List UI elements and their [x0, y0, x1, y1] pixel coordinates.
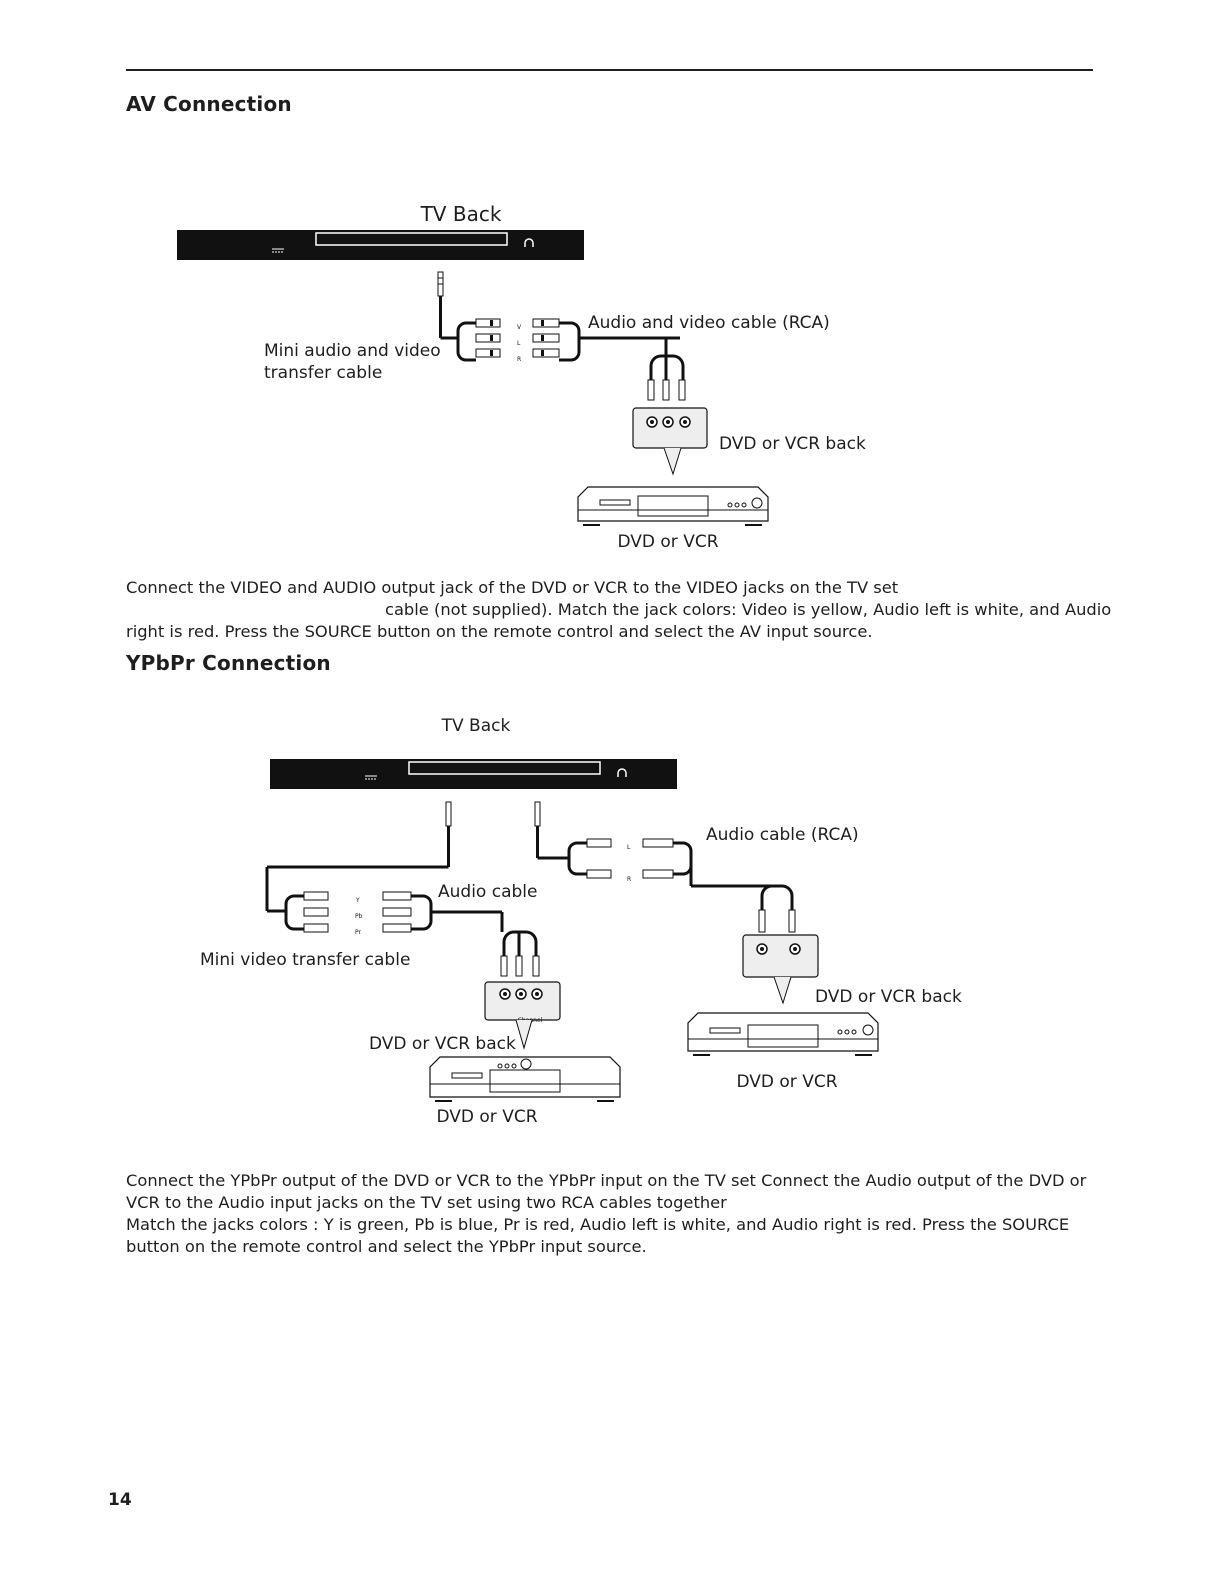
av-rca-cable-label: Audio and video cable (RCA) [588, 313, 830, 333]
av-dvd-back-label: DVD or VCR back [719, 434, 866, 454]
ypbpr-paragraph-line-2: VCR to the Audio input jacks on the TV s… [126, 1193, 727, 1212]
headphone-icon [617, 768, 627, 777]
ypbpr-right-dvd-back-label: DVD or VCR back [815, 987, 962, 1007]
ypbpr-mini-video-label: Mini video transfer cable [200, 950, 410, 970]
av-mini-cable-label-2: transfer cable [264, 363, 382, 383]
ypbpr-paragraph-line-3: Match the jacks colors : Y is green, Pb … [126, 1215, 1070, 1234]
av-jack-v: V [517, 324, 522, 331]
av-paragraph-line-1: Connect the VIDEO and AUDIO output jack … [126, 578, 899, 597]
ypbpr-left-dvd-back-label: DVD or VCR back [369, 1034, 516, 1054]
ypbpr-jack-pb: Pb [355, 913, 363, 920]
ypbpr-tv-back-label: TV Back [441, 716, 511, 736]
ypbpr-jack-y: Y [355, 897, 360, 904]
av-paragraph-line-2: cable (not supplied). Match the jack col… [385, 600, 1112, 619]
ypbpr-audio-jack-r: R [627, 876, 631, 883]
ypbpr-right-dvd-device [687, 1012, 879, 1056]
ypbpr-audio-cable-label: Audio cable [438, 882, 537, 902]
av-dvd-back-panel [632, 407, 708, 449]
av-dvd-device [577, 486, 769, 526]
av-tv-back-label: TV Back [420, 202, 502, 226]
av-connection-diagram: TV Back V L R Audio and video cable (RCA… [177, 202, 866, 552]
ypbpr-connection-heading: YPbPr Connection [126, 651, 331, 675]
ypbpr-left-dvd-label: DVD or VCR [436, 1107, 537, 1127]
ypbpr-left-dvd-device [429, 1056, 621, 1102]
ypbpr-paragraph-line-1: Connect the YPbPr output of the DVD or V… [126, 1171, 1087, 1190]
top-rule [126, 69, 1093, 71]
ypbpr-left-dvd-back-panel [484, 981, 561, 1021]
ypbpr-right-dvd-back-panel [742, 934, 819, 978]
page-number: 14 [108, 1490, 132, 1510]
ypbpr-connection-diagram: TV Back Y Pb Pr Audio cable Mini video t… [200, 716, 962, 1127]
av-dvd-label: DVD or VCR [617, 532, 718, 552]
ypbpr-right-dvd-label: DVD or VCR [736, 1072, 837, 1092]
av-connection-heading: AV Connection [126, 92, 292, 116]
av-jack-r: R [517, 356, 521, 363]
ypbpr-paragraph-line-4: button on the remote control and select … [126, 1237, 647, 1256]
ypbpr-audio-jack-l: L [627, 844, 631, 851]
ypbpr-audio-rca-label: Audio cable (RCA) [706, 825, 859, 845]
av-mini-cable-label-1: Mini audio and video [264, 341, 441, 361]
headphone-icon [524, 238, 534, 247]
av-paragraph-line-3: right is red. Press the SOURCE button on… [126, 622, 873, 641]
av-jack-l: L [517, 340, 521, 347]
ypbpr-jack-pr: Pr [355, 929, 362, 936]
